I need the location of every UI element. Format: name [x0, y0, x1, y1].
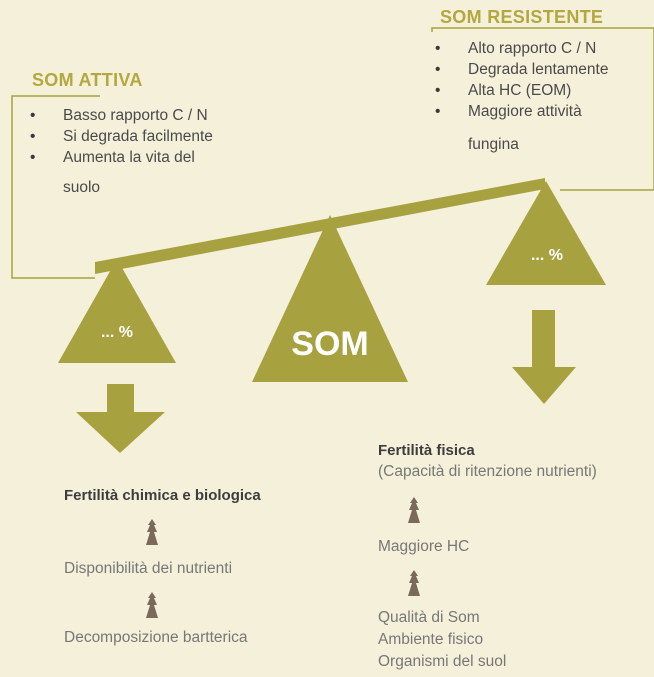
right-chain-step2-line: Ambiente fisico [378, 631, 484, 648]
right-chain-title: Fertilità fisica [378, 442, 475, 459]
right-down-arrow [512, 310, 576, 404]
active-list: Basso rapporto C / N Si degrada facilmen… [27, 105, 213, 168]
resistant-item: Maggiore attività [432, 101, 608, 122]
up-arrow-icon [146, 592, 158, 618]
active-connector-line [11, 95, 100, 279]
active-item: Si degrada facilmente [27, 126, 213, 147]
left-pan-triangle [58, 259, 176, 363]
right-chain-step2-line: Qualità di Som [378, 609, 480, 626]
right-chain-subtitle: (Capacità di ritenzione nutrienti) [378, 463, 597, 480]
resistant-item: Alta HC (EOM) [432, 80, 608, 101]
right-pan-label: ... % [530, 247, 563, 264]
resistant-list: Alto rapporto C / N Degrada lentamente A… [432, 38, 608, 122]
resistant-item: Degrada lentamente [432, 59, 608, 80]
left-chain-title: Fertilità chimica e biologica [64, 487, 261, 504]
up-arrow-icon [408, 497, 420, 523]
right-chain-step1: Maggiore HC [378, 538, 470, 555]
left-pan-label: ... % [100, 324, 133, 341]
right-pan-triangle [486, 181, 606, 285]
left-down-arrow [76, 384, 165, 453]
left-chain-step2: Decomposizione bartterica [64, 629, 248, 646]
up-arrow-icon [408, 570, 420, 596]
active-item-continued: suolo [63, 179, 101, 196]
resistant-item: Alto rapporto C / N [432, 38, 608, 59]
center-fulcrum-triangle [252, 215, 408, 382]
right-chain-step2-line: Organismi del suol [378, 653, 507, 670]
active-title: SOM ATTIVA [32, 70, 143, 90]
resistant-connector-line [431, 27, 654, 191]
center-som-label: SOM [291, 325, 369, 363]
active-item: Aumenta la vita del [27, 147, 213, 168]
left-chain-step1: Disponibilità dei nutrienti [64, 560, 233, 577]
resistant-title: SOM RESISTENTE [440, 7, 604, 27]
balance-beam [95, 178, 545, 274]
resistant-item-continued: fungina [468, 136, 519, 153]
up-arrow-icon [146, 519, 158, 545]
active-item: Basso rapporto C / N [27, 105, 213, 126]
